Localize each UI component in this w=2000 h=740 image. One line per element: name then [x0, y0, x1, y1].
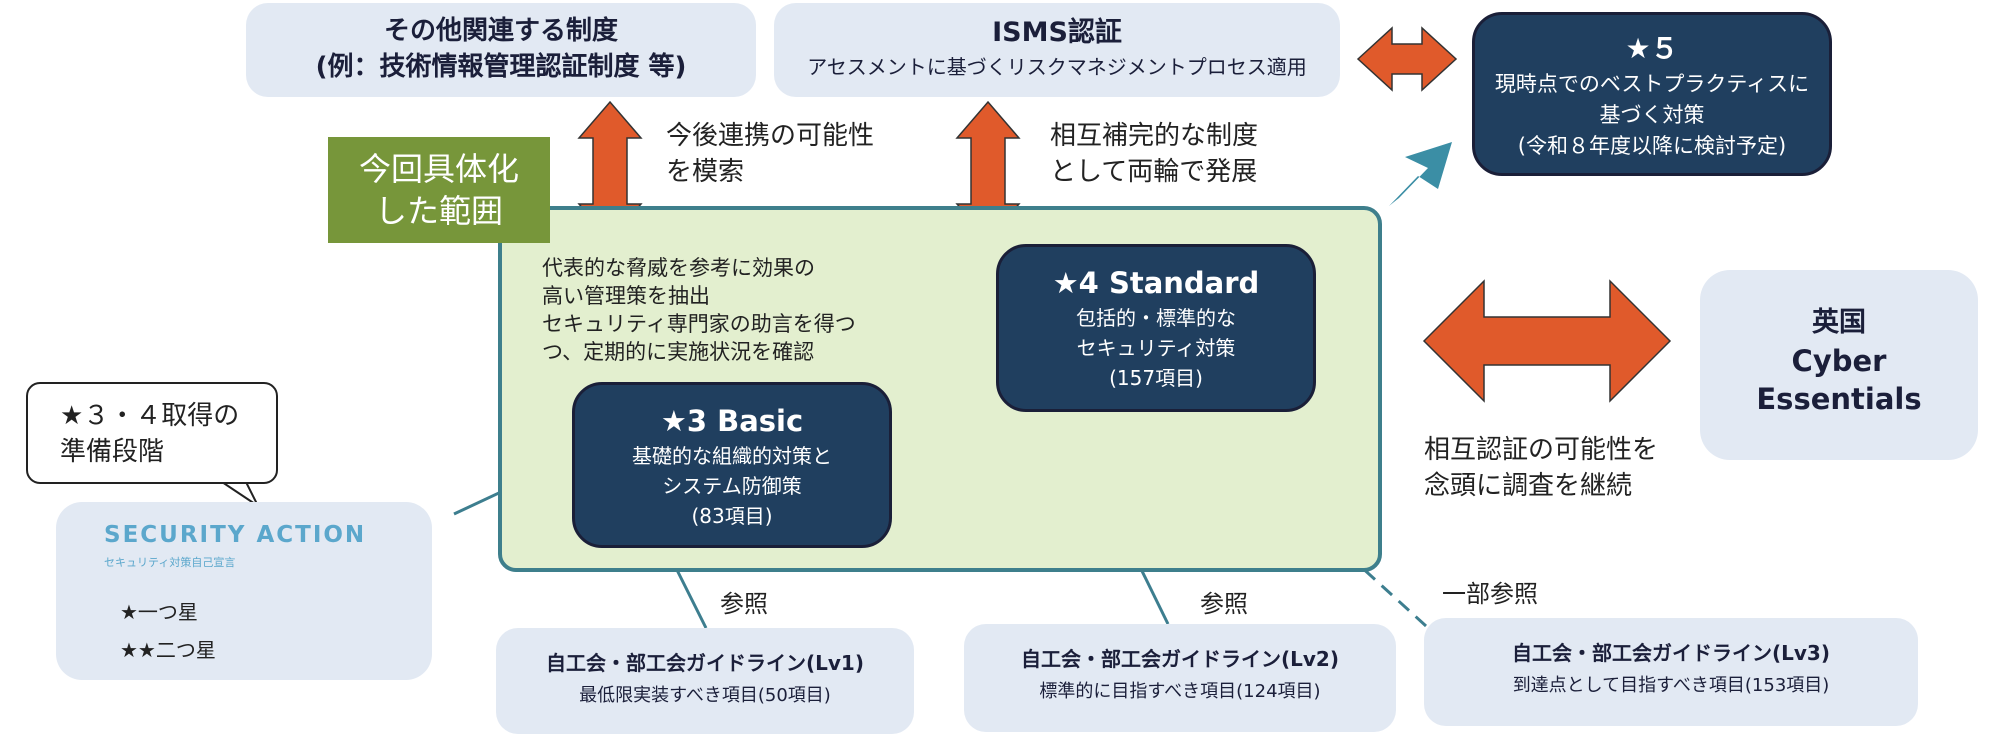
star5-line3: (令和８年度以降に検討予定)	[1517, 134, 1787, 158]
mutual-label-line1: 相互認証の可能性を	[1424, 435, 1659, 465]
star5-box: ★５ 現時点でのベストプラクティスに 基づく対策 (令和８年度以降に検討予定)	[1472, 12, 1832, 176]
guideline-lv2-subtitle: 標準的に目指すべき項目(124項目)	[1039, 681, 1321, 702]
scope-description-line4: つ、定期的に実施状況を確認	[542, 340, 815, 364]
one-star-label: ★一つ星	[120, 600, 198, 624]
uk-cyber-essentials-box: 英国 Cyber Essentials	[1700, 270, 1978, 460]
scope-tag-line2: した範囲	[374, 192, 503, 230]
security-action-subtitle: セキュリティ対策自己宣言	[104, 556, 236, 569]
star4-title: ★4 Standard	[1052, 266, 1260, 300]
guideline-lv3-box: 自工会・部工会ガイドライン(Lv3) 到達点として目指すべき項目(153項目)	[1424, 618, 1918, 726]
callout-line1: ★３・４取得の	[60, 401, 240, 431]
complement-label: 相互補完的な制度 として両輪で発展	[1050, 118, 1258, 190]
reference-label-lv1: 参照	[720, 590, 768, 618]
complement-label-line2: として両輪で発展	[1050, 157, 1258, 187]
star5-title: ★５	[1625, 32, 1679, 65]
star4-line2: セキュリティ対策	[1076, 336, 1236, 360]
preparation-callout: ★３・４取得の 準備段階	[26, 382, 278, 484]
guideline-lv3-subtitle: 到達点として目指すべき項目(153項目)	[1512, 675, 1830, 696]
star5-isms-double-arrow	[1356, 26, 1458, 92]
reference-label-lv2: 参照	[1200, 590, 1248, 618]
scope-tag: 今回具体化 した範囲	[328, 137, 550, 243]
star4-standard-box: ★4 Standard 包括的・標準的な セキュリティ対策 (157項目)	[996, 244, 1316, 412]
isms-box: ISMS認証 アセスメントに基づくリスクマネジメントプロセス適用	[774, 3, 1340, 97]
isms-title: ISMS認証	[992, 17, 1122, 48]
scope-description: 代表的な脅威を参考に効果の 高い管理策を抽出 セキュリティ専門家の助言を得つ つ…	[542, 254, 856, 366]
explore-label-line2: を模索	[666, 157, 745, 187]
security-action-box: SECURITY ACTION セキュリティ対策自己宣言 ★一つ星 ★★二つ星	[56, 502, 432, 680]
mutual-label-line2: 念頭に調査を継続	[1424, 471, 1633, 501]
mutual-recognition-label: 相互認証の可能性を 念頭に調査を継続	[1424, 432, 1658, 504]
guideline-lv1-subtitle: 最低限実装すべき項目(50項目)	[579, 685, 831, 706]
star3-item-count: (83項目)	[691, 504, 773, 528]
other-systems-title: その他関連する制度	[383, 16, 618, 46]
callout-line2: 準備段階	[60, 437, 165, 467]
guideline-lv3-title: 自工会・部工会ガイドライン(Lv3)	[1512, 641, 1830, 665]
guideline-lv2-box: 自工会・部工会ガイドライン(Lv2) 標準的に目指すべき項目(124項目)	[964, 624, 1396, 732]
scope-description-line2: 高い管理策を抽出	[542, 284, 710, 308]
complement-label-line1: 相互補完的な制度	[1050, 121, 1259, 151]
explore-label: 今後連携の可能性 を模索	[666, 118, 874, 190]
star4-line1: 包括的・標準的な	[1076, 306, 1236, 330]
scope-description-line1: 代表的な脅威を参考に効果の	[542, 256, 815, 280]
other-systems-example: (例：技術情報管理認証制度 等)	[315, 52, 687, 82]
star3-line1: 基礎的な組織的対策と	[632, 444, 832, 468]
guideline-lv2-title: 自工会・部工会ガイドライン(Lv2)	[1021, 647, 1339, 671]
partial-reference-label: 一部参照	[1442, 580, 1538, 608]
star3-basic-box: ★3 Basic 基礎的な組織的対策と システム防御策 (83項目)	[572, 382, 892, 548]
scope-tag-line1: 今回具体化	[358, 150, 519, 188]
star3-line2: システム防御策	[662, 474, 802, 498]
star5-line1: 現時点でのベストプラクティスに	[1494, 72, 1810, 96]
star5-line2: 基づく対策	[1599, 103, 1705, 127]
other-systems-box: その他関連する制度 (例：技術情報管理認証制度 等)	[246, 3, 756, 97]
guideline-lv1-box: 自工会・部工会ガイドライン(Lv1) 最低限実装すべき項目(50項目)	[496, 628, 914, 734]
security-action-logo: SECURITY ACTION	[104, 522, 367, 548]
progress-arrow-to-star5	[1389, 142, 1452, 206]
cyber-label: Cyber	[1791, 344, 1887, 378]
scope-description-line3: セキュリティ専門家の助言を得つ	[542, 312, 856, 336]
uk-mutual-double-arrow	[1422, 279, 1672, 403]
uk-label: 英国	[1812, 307, 1866, 338]
explore-label-line1: 今後連携の可能性	[666, 121, 875, 151]
two-star-label: ★★二つ星	[120, 638, 216, 662]
guideline-lv1-title: 自工会・部工会ガイドライン(Lv1)	[546, 651, 864, 675]
star4-item-count: (157項目)	[1109, 366, 1203, 390]
essentials-label: Essentials	[1756, 382, 1922, 416]
star3-title: ★3 Basic	[660, 404, 804, 438]
isms-subtitle: アセスメントに基づくリスクマネジメントプロセス適用	[807, 55, 1307, 79]
